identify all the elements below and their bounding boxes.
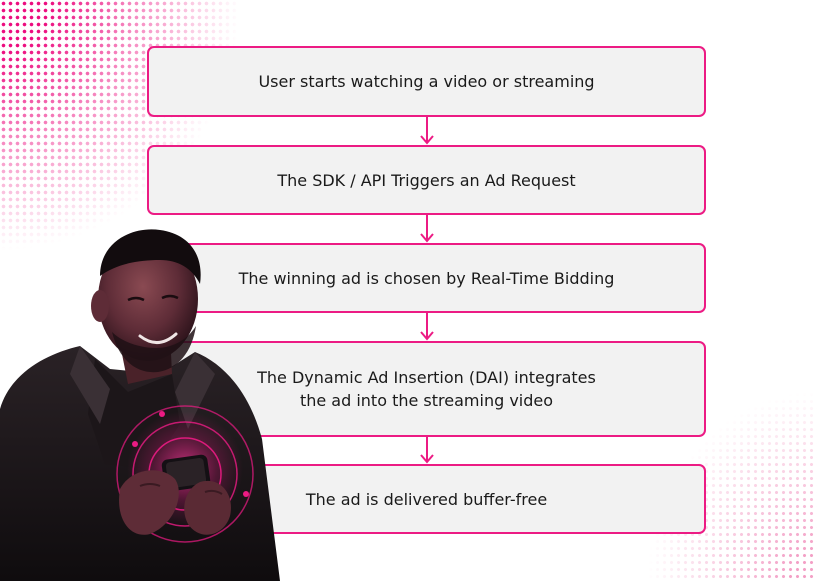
flow-arrow-2 <box>420 215 434 243</box>
flow-step-4-line-1: The Dynamic Ad Insertion (DAI) integrate… <box>257 368 596 387</box>
flow-step-2: The SDK / API Triggers an Ad Request <box>147 145 706 215</box>
flow-arrow-3 <box>420 313 434 341</box>
person-holding-phone-image <box>0 229 280 581</box>
flow-step-1: User starts watching a video or streamin… <box>147 46 706 117</box>
flow-step-3-text: The winning ad is chosen by Real-Time Bi… <box>238 268 615 288</box>
halftone-pattern-top-left <box>0 0 240 260</box>
flow-arrow-4 <box>420 437 434 464</box>
flow-step-1-text: User starts watching a video or streamin… <box>258 72 595 91</box>
flow-step-3: The winning ad is chosen by Real-Time Bi… <box>147 243 706 313</box>
flow-step-2-text: The SDK / API Triggers an Ad Request <box>277 170 576 190</box>
flow-arrow-1 <box>420 117 434 145</box>
flow-step-5-text: The ad is delivered buffer-free <box>305 489 548 509</box>
flow-step-4-line-2: the ad into the streaming video <box>299 391 554 410</box>
flow-step-4-text: The Dynamic Ad Insertion (DAI) integrate… <box>257 366 596 412</box>
